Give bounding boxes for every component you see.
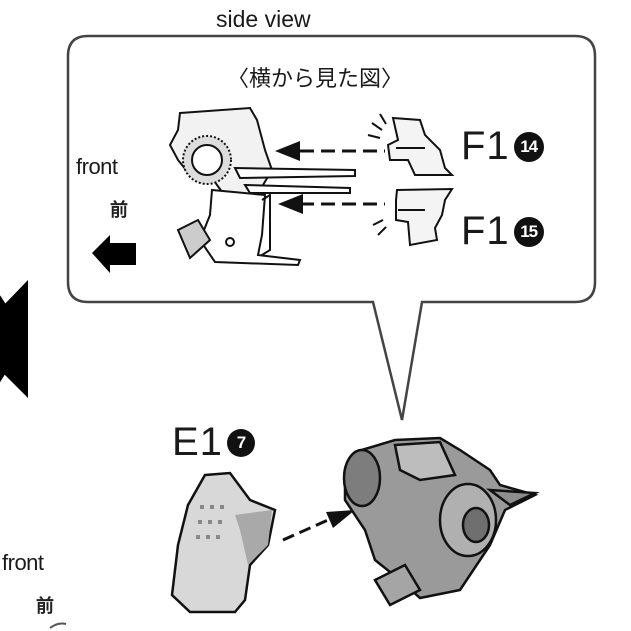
side-view-assembly-illustration [168, 106, 356, 267]
part-number-badge: 15 [513, 216, 544, 247]
part-letter: F1 [461, 209, 510, 253]
main-assembly-illustration [342, 436, 540, 607]
part-f1-14-illustration [367, 113, 455, 176]
part-letter: E1 [172, 420, 223, 464]
main-front-label-jp: 前 [36, 596, 54, 617]
e1-insertion-arrow [282, 510, 355, 542]
part-e1-7-illustration [170, 471, 277, 614]
side-view-heading-jp: 〈横から見た図〉 [227, 67, 404, 92]
part-letter: F1 [461, 124, 510, 168]
part-label-f1-14: F1 14 [461, 124, 544, 169]
main-front-label: front [2, 550, 44, 575]
part-number-badge: 14 [513, 131, 544, 162]
part-number-badge: 7 [226, 428, 255, 457]
part-label-e1-7: E1 7 [172, 420, 255, 465]
part-label-f1-15: F1 15 [461, 209, 544, 254]
callout-front-label-jp: 前 [110, 200, 128, 221]
front-arrow-icon [92, 235, 136, 273]
side-view-heading: side view [216, 6, 311, 32]
insertion-arrows [275, 141, 385, 214]
part-f1-15-illustration [372, 187, 454, 247]
callout-front-label: front [76, 154, 118, 179]
